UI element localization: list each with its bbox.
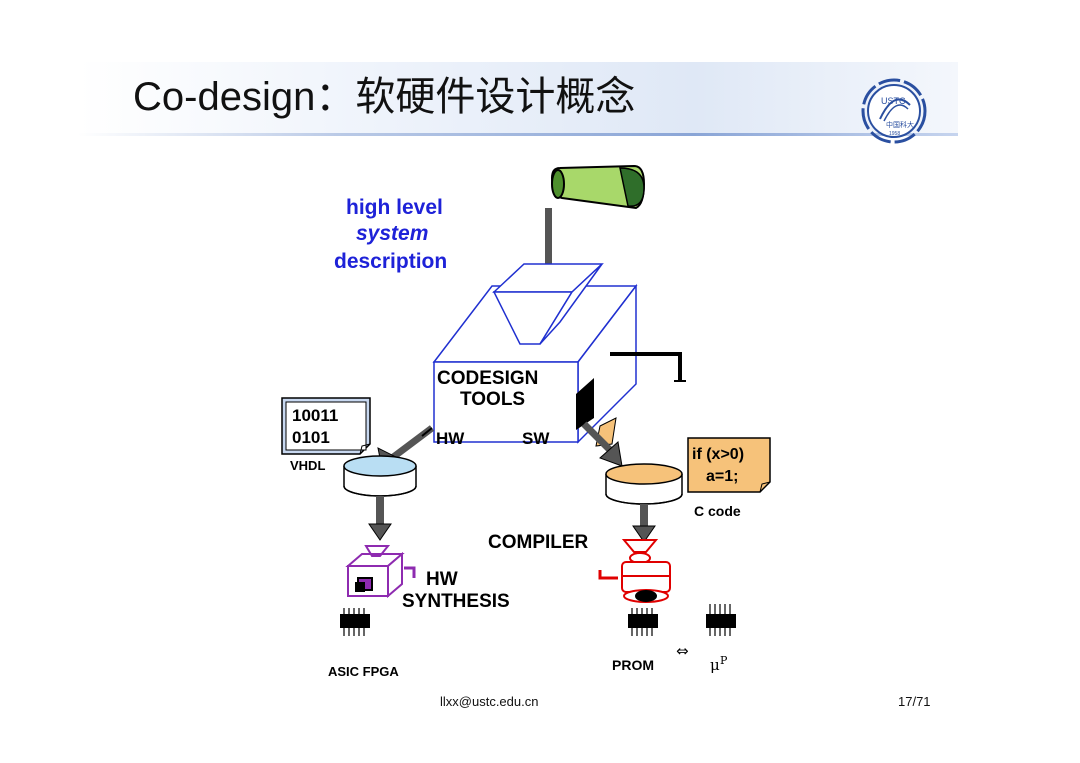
microprocessor-label-mu: μ (710, 656, 720, 674)
vhdl-label: VHDL (290, 458, 325, 473)
prom-label: PROM (612, 657, 654, 673)
compiler-label: COMPILER (488, 532, 589, 553)
hw-synthesis-machine-icon (345, 545, 416, 599)
arrow-vhdl-to-synthesis (368, 496, 392, 541)
hw-synthesis-line1: HW (426, 569, 458, 590)
title-latin: Co-design： (133, 75, 356, 119)
title-rule (78, 133, 958, 136)
tools-line1: CODESIGN (437, 368, 538, 389)
arrow-sw-to-compiler (581, 421, 623, 467)
arrow-compiler-to-prom (632, 504, 656, 543)
title-cjk: 软硬件设计概念 (355, 74, 636, 120)
microprocessor-label-p: P (720, 654, 728, 667)
page-number: 17/71 (898, 694, 931, 709)
asic-fpga-label: ASIC FPGA (328, 664, 399, 679)
microprocessor-chip-icon (706, 604, 736, 636)
hw-synthesis-line2: SYNTHESIS (402, 591, 510, 612)
binary-line2: 0101 (292, 428, 330, 447)
equivalence-symbol: ⇔ (676, 642, 689, 660)
compiler-machine-icon (598, 539, 671, 603)
hopper-icon (492, 263, 604, 345)
binary-line1: 10011 (292, 406, 338, 425)
vhdl-binary-note (281, 397, 371, 455)
footer-email: llxx@ustc.edu.cn (440, 694, 539, 709)
prom-chip-icon (628, 608, 658, 636)
title-band (78, 62, 958, 134)
sw-disk-icon (605, 463, 683, 505)
c-code-note (687, 437, 771, 493)
description-line1: high level (346, 196, 443, 219)
logo-motto: 中国科大 (886, 120, 914, 129)
hw-output-label: HW (436, 429, 465, 448)
tools-line2: TOOLS (460, 389, 525, 410)
c-code-label: C code (694, 503, 741, 519)
lever-icon (610, 352, 686, 382)
logo-year: 1958 (889, 131, 900, 137)
code-line2: a=1; (706, 468, 738, 485)
page-title: Co-design：软硬件设计概念 (133, 72, 635, 122)
sw-output-label: SW (522, 429, 550, 448)
description-line2: system (356, 222, 428, 245)
asic-chip-icon (340, 608, 370, 636)
logo-text: USTC (881, 96, 906, 106)
input-funnel-icon (550, 164, 646, 210)
description-line3: description (334, 250, 447, 273)
hw-disk-icon (343, 455, 417, 497)
ustc-logo: USTC 中国科大 1958 (861, 78, 927, 144)
code-line1: if (x>0) (692, 446, 744, 463)
